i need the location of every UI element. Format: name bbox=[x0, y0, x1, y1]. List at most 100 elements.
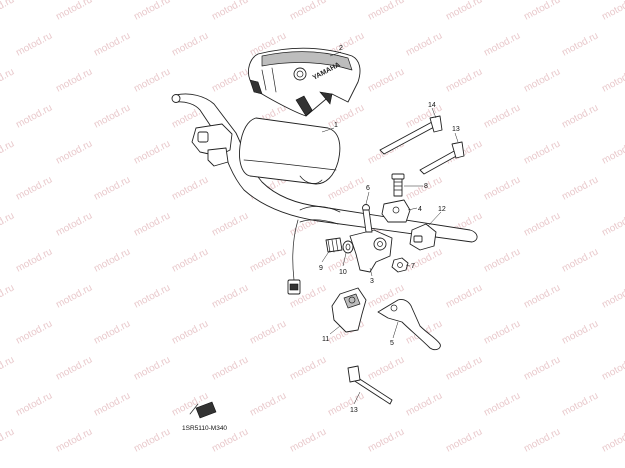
watermark-text: motod.ru bbox=[14, 102, 54, 130]
watermark-text: motod.ru bbox=[0, 66, 16, 94]
callout-6: 6 bbox=[366, 185, 370, 192]
watermark-text: motod.ru bbox=[54, 0, 94, 23]
watermark-text: motod.ru bbox=[522, 282, 562, 310]
watermark-text: motod.ru bbox=[132, 354, 172, 382]
watermark-text: motod.ru bbox=[444, 282, 484, 310]
watermark-text: motod.ru bbox=[54, 354, 94, 382]
watermark-text: motod.ru bbox=[482, 318, 522, 346]
watermark-text: motod.ru bbox=[14, 246, 54, 274]
watermark-text: motod.ru bbox=[444, 426, 484, 454]
watermark-text: motod.ru bbox=[560, 102, 600, 130]
watermark-text: motod.ru bbox=[210, 282, 250, 310]
watermark-text: motod.ru bbox=[248, 318, 288, 346]
watermark-text: motod.ru bbox=[600, 138, 625, 166]
pivot-bolt bbox=[362, 204, 373, 233]
watermark-text: motod.ru bbox=[482, 102, 522, 130]
callout-13-upper: 13 bbox=[452, 126, 460, 133]
watermark-text: motod.ru bbox=[326, 174, 366, 202]
watermark-text: motod.ru bbox=[366, 66, 406, 94]
watermark-text: motod.ru bbox=[600, 210, 625, 238]
watermark-text: motod.ru bbox=[444, 354, 484, 382]
watermark-text: motod.ru bbox=[0, 138, 16, 166]
watermark-text: motod.ru bbox=[14, 174, 54, 202]
watermark-text: motod.ru bbox=[560, 318, 600, 346]
lever-holder bbox=[349, 229, 393, 273]
watermark-text: motod.ru bbox=[522, 354, 562, 382]
watermark-text: motod.ru bbox=[14, 318, 54, 346]
watermark-text: motod.ru bbox=[288, 426, 328, 454]
callout-11: 11 bbox=[322, 336, 329, 343]
callout-12: 12 bbox=[438, 206, 446, 213]
watermark-text: motod.ru bbox=[92, 318, 132, 346]
watermark-text: motod.ru bbox=[444, 0, 484, 23]
watermark-text: motod.ru bbox=[210, 354, 250, 382]
watermark-text: motod.ru bbox=[288, 354, 328, 382]
lever-bracket bbox=[331, 287, 367, 333]
watermark-text: motod.ru bbox=[404, 246, 444, 274]
callout-1: 1 bbox=[334, 122, 338, 129]
watermark-text: motod.ru bbox=[210, 210, 250, 238]
watermark-text: motod.ru bbox=[210, 66, 250, 94]
holder-clamp bbox=[381, 173, 411, 223]
watermark-text: motod.ru bbox=[560, 174, 600, 202]
watermark-text: motod.ru bbox=[170, 30, 210, 58]
watermark-text: motod.ru bbox=[522, 210, 562, 238]
watermark-text: motod.ru bbox=[210, 0, 250, 23]
watermark-text: motod.ru bbox=[0, 282, 16, 310]
watermark-text: motod.ru bbox=[132, 282, 172, 310]
cable-tie-14 bbox=[379, 115, 443, 155]
watermark-text: motod.ru bbox=[522, 138, 562, 166]
callout-5: 5 bbox=[390, 340, 394, 347]
watermark-text: motod.ru bbox=[366, 0, 406, 23]
watermark-text: motod.ru bbox=[522, 66, 562, 94]
watermark-text: motod.ru bbox=[560, 390, 600, 418]
watermark-text: motod.ru bbox=[92, 102, 132, 130]
watermark-text: motod.ru bbox=[132, 66, 172, 94]
watermark-text: motod.ru bbox=[600, 354, 625, 382]
watermark-text: motod.ru bbox=[170, 174, 210, 202]
callout-4: 4 bbox=[418, 206, 422, 213]
watermark-text: motod.ru bbox=[326, 102, 366, 130]
callout-10: 10 bbox=[339, 269, 347, 276]
watermark-text: motod.ru bbox=[92, 390, 132, 418]
callout-13-lower: 13 bbox=[350, 407, 358, 414]
watermark-text: motod.ru bbox=[444, 138, 484, 166]
watermark-text: motod.ru bbox=[404, 30, 444, 58]
watermark-text: motod.ru bbox=[522, 0, 562, 23]
watermark-text: motod.ru bbox=[0, 210, 16, 238]
watermark-text: motod.ru bbox=[170, 246, 210, 274]
watermark-text: motod.ru bbox=[600, 282, 625, 310]
right-switch bbox=[409, 223, 437, 251]
watermark-text: motod.ru bbox=[14, 30, 54, 58]
nut bbox=[391, 257, 409, 273]
watermark-text: motod.ru bbox=[92, 30, 132, 58]
cable-adjuster bbox=[325, 237, 354, 254]
watermark-text: motod.ru bbox=[92, 246, 132, 274]
clutch-lever bbox=[377, 299, 441, 351]
watermark-text: motod.ru bbox=[366, 426, 406, 454]
left-switch-housing bbox=[191, 123, 233, 167]
callout-7: 7 bbox=[411, 263, 415, 270]
callout-9: 9 bbox=[319, 265, 323, 272]
watermark-text: motod.ru bbox=[482, 30, 522, 58]
watermark-text: motod.ru bbox=[0, 354, 16, 382]
diagram-code: 1SR5110-M340 bbox=[182, 425, 227, 432]
watermark-text: motod.ru bbox=[600, 0, 625, 23]
watermark-text: motod.ru bbox=[404, 390, 444, 418]
watermark-text: motod.ru bbox=[522, 426, 562, 454]
watermark-text: motod.ru bbox=[248, 246, 288, 274]
watermark-text: motod.ru bbox=[326, 390, 366, 418]
watermark-text: motod.ru bbox=[560, 30, 600, 58]
watermark-text: motod.ru bbox=[560, 246, 600, 274]
watermark-text: motod.ru bbox=[14, 390, 54, 418]
callout-2: 2 bbox=[339, 45, 343, 52]
handlebar-cover: YAMAHA bbox=[247, 47, 361, 117]
callout-8: 8 bbox=[424, 183, 428, 190]
watermark-text: motod.ru bbox=[0, 426, 16, 454]
watermark-text: motod.ru bbox=[132, 138, 172, 166]
watermark-text: motod.ru bbox=[288, 0, 328, 23]
watermark-text: motod.ru bbox=[92, 174, 132, 202]
cable-tie-13-upper bbox=[419, 141, 465, 175]
watermark-text: motod.ru bbox=[54, 282, 94, 310]
